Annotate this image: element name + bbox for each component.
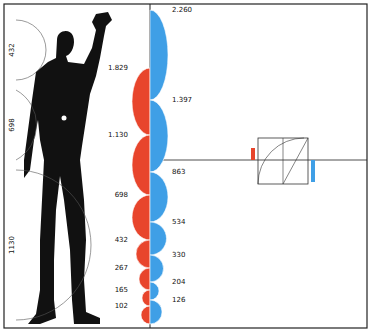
modulor-arc bbox=[150, 300, 162, 324]
dimension-label: 1130 bbox=[8, 235, 16, 255]
modulor-value: 432 bbox=[114, 236, 129, 244]
modulor-value: 165 bbox=[114, 286, 129, 294]
sheet-frame bbox=[4, 4, 367, 328]
modulor-value: 698 bbox=[114, 191, 129, 199]
modulor-figure bbox=[24, 12, 112, 324]
modulor-value: 1.130 bbox=[107, 131, 129, 139]
modulor-arc bbox=[150, 255, 164, 282]
modulor-arc bbox=[150, 10, 168, 100]
dimension-label: 432 bbox=[8, 42, 16, 57]
modulor-value: 102 bbox=[114, 302, 129, 310]
navel-mark bbox=[62, 116, 67, 121]
proportion-diagram bbox=[251, 138, 315, 184]
modulor-value: 1.397 bbox=[171, 96, 193, 104]
dimension-arc bbox=[16, 90, 37, 160]
dimension-label: 698 bbox=[8, 117, 16, 132]
navel-line bbox=[150, 160, 367, 161]
modulor-value: 267 bbox=[114, 264, 129, 272]
modulor-arc bbox=[150, 172, 168, 222]
dimension-arc bbox=[16, 20, 46, 80]
modulor-value: 534 bbox=[171, 218, 186, 226]
modulor-arc bbox=[150, 222, 167, 255]
modulor-arc bbox=[141, 306, 150, 324]
modulor-arc bbox=[132, 135, 150, 195]
dimension-arc bbox=[16, 170, 91, 320]
modulor-arc bbox=[150, 100, 168, 172]
modulor-arc bbox=[139, 268, 150, 290]
modulor-value: 2.260 bbox=[171, 6, 193, 14]
modulor-spirals bbox=[132, 10, 168, 324]
modulor-value: 126 bbox=[171, 296, 186, 304]
modulor-arc bbox=[142, 290, 150, 306]
modulor-value: 204 bbox=[171, 278, 186, 286]
modulor-arc bbox=[132, 195, 150, 240]
modulor-arc bbox=[136, 240, 150, 268]
modulor-value: 1.829 bbox=[107, 64, 129, 72]
modulor-arc bbox=[132, 68, 150, 135]
modulor-arc bbox=[150, 282, 159, 300]
modulor-value: 330 bbox=[171, 251, 186, 259]
modulor-value: 863 bbox=[171, 168, 186, 176]
